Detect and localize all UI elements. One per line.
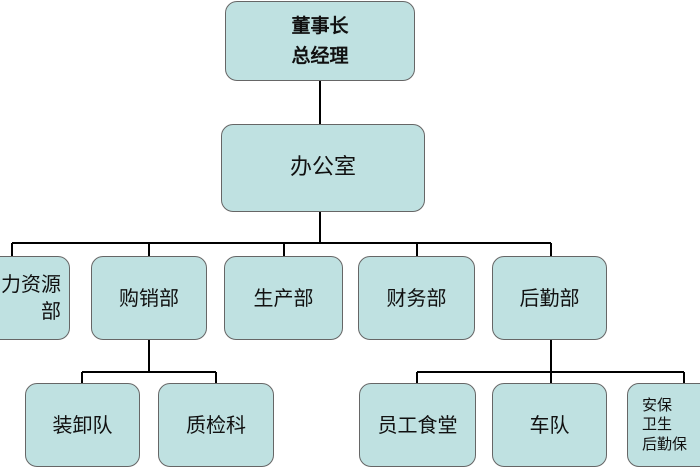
node-unit-fleet: 车队 xyxy=(492,383,607,467)
node-dept-logistics: 后勤部 xyxy=(492,256,607,340)
node-dept-production: 生产部 xyxy=(224,256,343,340)
node-label: 员工食堂 xyxy=(377,412,458,437)
node-unit-security-sanitation: 安保 卫生 后勤保 xyxy=(627,383,700,467)
node-label: 卫生 xyxy=(642,415,673,434)
node-label: 后勤部 xyxy=(519,285,580,310)
node-label: 装卸队 xyxy=(52,412,113,437)
node-label: 购销部 xyxy=(119,285,179,310)
node-label: 后勤保 xyxy=(642,434,688,453)
node-dept-finance: 财务部 xyxy=(358,256,475,340)
node-label: 生产部 xyxy=(253,285,314,310)
node-unit-quality-control: 质检科 xyxy=(158,383,274,467)
node-label: 财务部 xyxy=(386,285,447,310)
node-label: 安保 xyxy=(642,395,673,414)
node-label: 质检科 xyxy=(186,412,246,437)
node-office: 办公室 xyxy=(221,124,425,212)
node-chairman-general-manager: 董事长 总经理 xyxy=(225,1,415,81)
node-label: 车队 xyxy=(529,412,570,437)
node-label: 办公室 xyxy=(289,155,356,181)
node-dept-hr: 力资源 部 xyxy=(0,256,70,340)
node-unit-staff-canteen: 员工食堂 xyxy=(359,383,476,467)
node-label: 董事长 xyxy=(291,14,349,37)
node-label: 部 xyxy=(41,299,61,323)
node-label: 总经理 xyxy=(291,45,349,67)
node-unit-loading-team: 装卸队 xyxy=(25,383,140,467)
node-dept-purchase: 购销部 xyxy=(91,256,207,340)
node-label: 力资源 xyxy=(1,272,61,296)
